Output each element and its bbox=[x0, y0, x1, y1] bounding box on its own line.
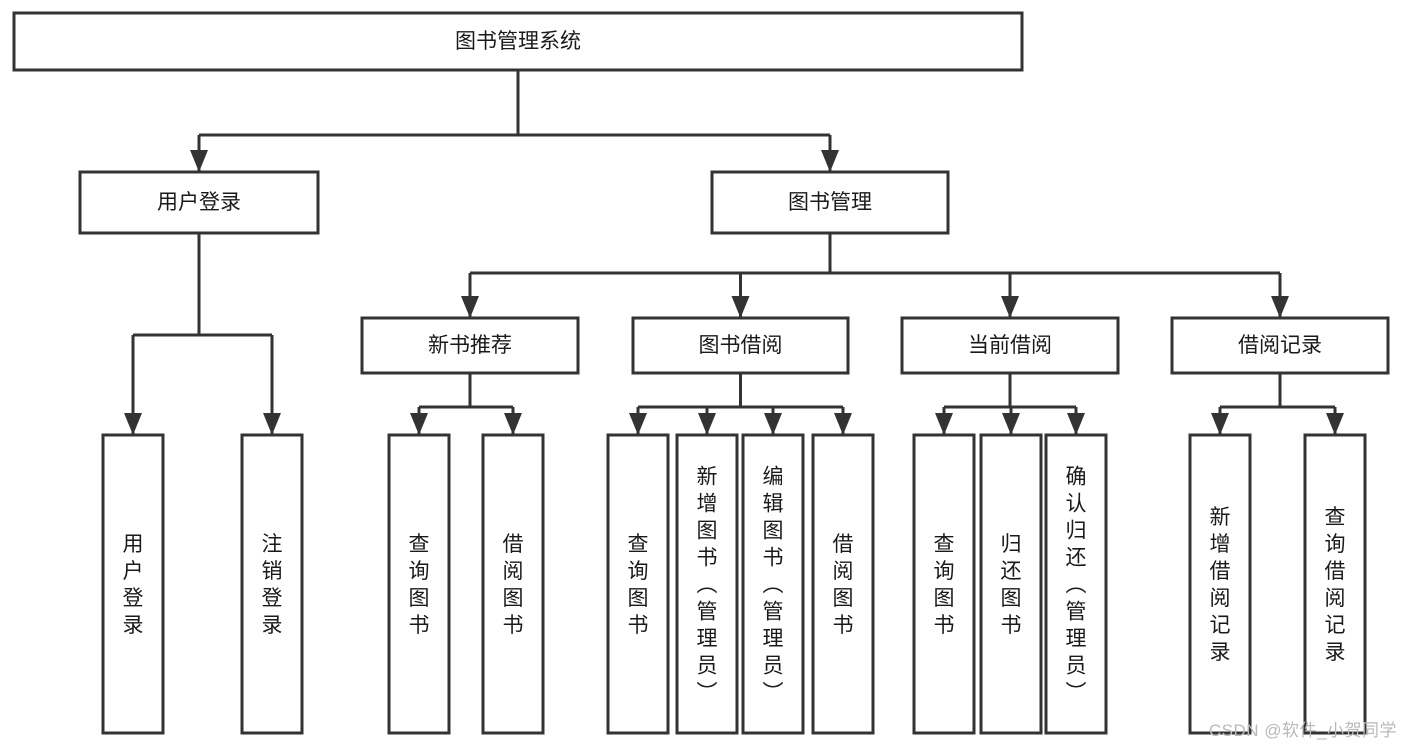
node-box-leaf-user-login[interactable] bbox=[101, 433, 165, 735]
node-label-leaf-confirm-return: 确认归还︵管理员︶ bbox=[1066, 466, 1087, 705]
node-label-leaf-user-login: 用户登录 bbox=[123, 533, 144, 637]
node-leaf-query-record[interactable]: 查询借阅记录 bbox=[1303, 433, 1367, 735]
node-leaf-add-record[interactable]: 新增借阅记录 bbox=[1188, 433, 1252, 735]
node-layer: 图书管理系统用户登录用户登录注销登录图书管理新书推荐查询图书借阅图书图书借阅查询… bbox=[12, 11, 1390, 735]
node-label-leaf-add-book: 新增图书︵管理员︶ bbox=[697, 466, 718, 705]
node-leaf-borrow-book-2[interactable]: 借阅图书 bbox=[811, 433, 875, 735]
node-label-leaf-add-record: 新增借阅记录 bbox=[1210, 506, 1231, 664]
node-box-leaf-add-book[interactable] bbox=[675, 433, 739, 735]
node-label-leaf-query-book-2: 查询图书 bbox=[628, 533, 649, 637]
node-label-root: 图书管理系统 bbox=[455, 30, 581, 53]
node-box-leaf-return-book[interactable] bbox=[979, 433, 1043, 735]
node-label-borrow-record: 借阅记录 bbox=[1238, 334, 1322, 357]
node-leaf-add-book[interactable]: 新增图书︵管理员︶ bbox=[675, 433, 739, 735]
node-box-leaf-logout[interactable] bbox=[240, 433, 304, 735]
node-user-login[interactable]: 用户登录 bbox=[78, 170, 320, 235]
node-box-root[interactable] bbox=[12, 11, 1024, 72]
node-leaf-confirm-return[interactable]: 确认归还︵管理员︶ bbox=[1044, 433, 1108, 735]
node-leaf-query-book-1[interactable]: 查询图书 bbox=[387, 433, 451, 735]
node-book-manage[interactable]: 图书管理 bbox=[710, 170, 950, 235]
connector-layer bbox=[124, 70, 1344, 435]
node-box-leaf-confirm-return[interactable] bbox=[1044, 433, 1108, 735]
node-root[interactable]: 图书管理系统 bbox=[12, 11, 1024, 72]
node-label-current-borrow: 当前借阅 bbox=[968, 334, 1052, 357]
node-label-new-book-rec: 新书推荐 bbox=[428, 334, 512, 357]
node-new-book-rec[interactable]: 新书推荐 bbox=[360, 316, 580, 375]
node-box-leaf-add-record[interactable] bbox=[1188, 433, 1252, 735]
node-label-leaf-return-book: 归还图书 bbox=[1001, 533, 1022, 637]
node-leaf-edit-book[interactable]: 编辑图书︵管理员︶ bbox=[741, 433, 805, 735]
node-label-user-login: 用户登录 bbox=[157, 191, 241, 214]
node-box-user-login[interactable] bbox=[78, 170, 320, 235]
node-box-leaf-edit-book[interactable] bbox=[741, 433, 805, 735]
node-box-new-book-rec[interactable] bbox=[360, 316, 580, 375]
node-box-leaf-query-record[interactable] bbox=[1303, 433, 1367, 735]
node-label-leaf-query-record: 查询借阅记录 bbox=[1325, 506, 1346, 664]
node-leaf-return-book[interactable]: 归还图书 bbox=[979, 433, 1043, 735]
node-label-leaf-borrow-book-1: 借阅图书 bbox=[503, 533, 524, 637]
node-borrow-record[interactable]: 借阅记录 bbox=[1170, 316, 1390, 375]
node-box-leaf-borrow-book-1[interactable] bbox=[481, 433, 545, 735]
node-box-leaf-borrow-book-2[interactable] bbox=[811, 433, 875, 735]
node-box-borrow-record[interactable] bbox=[1170, 316, 1390, 375]
node-current-borrow[interactable]: 当前借阅 bbox=[900, 316, 1120, 375]
node-label-book-borrow: 图书借阅 bbox=[699, 334, 783, 357]
node-leaf-borrow-book-1[interactable]: 借阅图书 bbox=[481, 433, 545, 735]
node-box-current-borrow[interactable] bbox=[900, 316, 1120, 375]
node-box-leaf-query-book-3[interactable] bbox=[912, 433, 976, 735]
node-box-leaf-query-book-1[interactable] bbox=[387, 433, 451, 735]
node-label-leaf-logout: 注销登录 bbox=[262, 533, 283, 637]
node-label-leaf-borrow-book-2: 借阅图书 bbox=[833, 533, 854, 637]
node-book-borrow[interactable]: 图书借阅 bbox=[631, 316, 850, 375]
node-label-book-manage: 图书管理 bbox=[788, 191, 872, 214]
node-box-leaf-query-book-2[interactable] bbox=[606, 433, 670, 735]
node-box-book-manage[interactable] bbox=[710, 170, 950, 235]
node-label-leaf-query-book-3: 查询图书 bbox=[934, 533, 955, 637]
watermark-text: CSDN @软件_小贺同学 bbox=[1208, 721, 1397, 740]
node-label-leaf-edit-book: 编辑图书︵管理员︶ bbox=[763, 466, 784, 705]
node-leaf-user-login[interactable]: 用户登录 bbox=[101, 433, 165, 735]
node-leaf-query-book-2[interactable]: 查询图书 bbox=[606, 433, 670, 735]
node-label-leaf-query-book-1: 查询图书 bbox=[409, 533, 430, 637]
node-leaf-query-book-3[interactable]: 查询图书 bbox=[912, 433, 976, 735]
node-box-book-borrow[interactable] bbox=[631, 316, 850, 375]
node-leaf-logout[interactable]: 注销登录 bbox=[240, 433, 304, 735]
